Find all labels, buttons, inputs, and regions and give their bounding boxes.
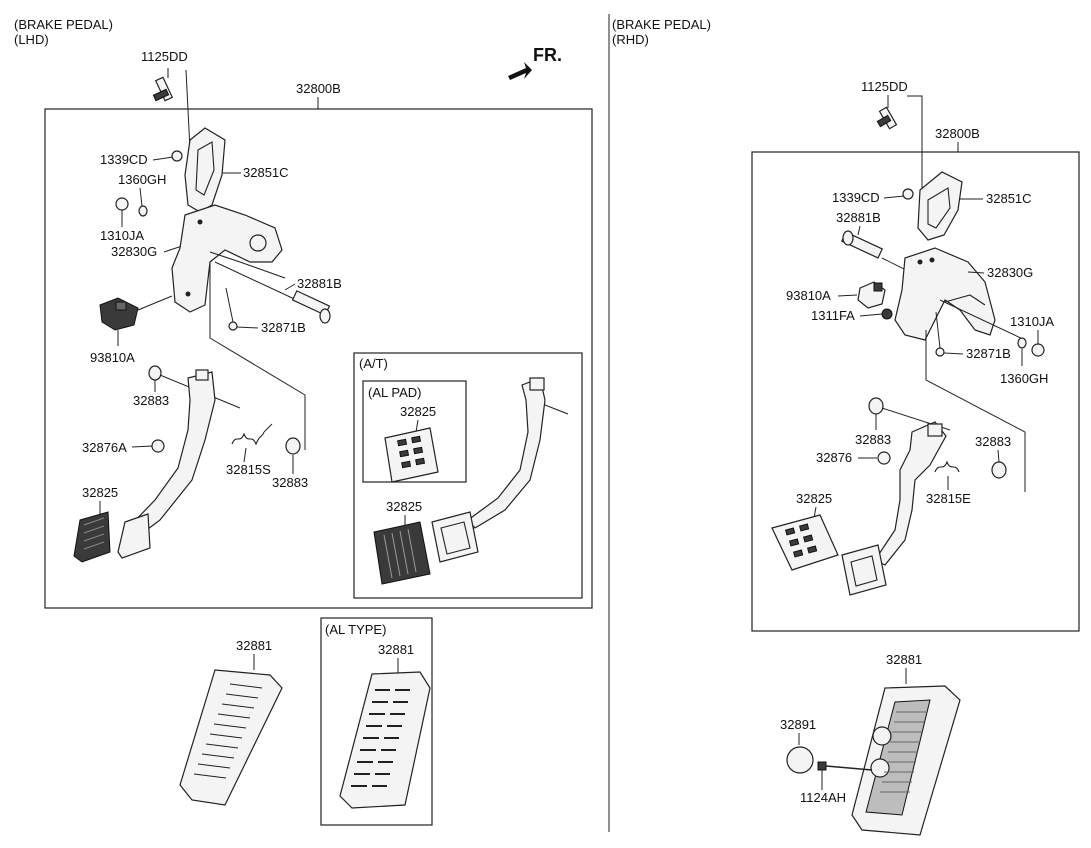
lhd-label-32871B: 32871B <box>261 320 306 335</box>
at-variant-frame <box>353 352 583 599</box>
at-label-32825: 32825 <box>386 499 422 514</box>
lhd-label-1125DD: 1125DD <box>141 49 188 64</box>
rhd-label-1311FA: 1311FA <box>811 308 855 323</box>
pedal-mounting-bracket <box>171 204 286 313</box>
rhd-acc-label-32881: 32881 <box>886 652 922 667</box>
stopper-icon <box>151 439 165 453</box>
lhd-label-32815S: 32815S <box>226 462 271 477</box>
pedal-bracket-upper <box>917 171 963 241</box>
rhd-label-32830G: 32830G <box>987 265 1033 280</box>
al-pad-variant-title: (AL PAD) <box>368 385 421 400</box>
rhd-label-1310JA: 1310JA <box>1010 314 1054 329</box>
bushing-icon <box>148 365 162 381</box>
rhd-label-1125DD: 1125DD <box>861 79 908 94</box>
brake-pedal-foot <box>117 513 151 559</box>
rhd-assembly-frame <box>751 151 1080 632</box>
bushing-icon <box>285 437 301 455</box>
nut-icon <box>115 197 129 211</box>
washer-icon <box>138 205 148 217</box>
accelerator-pedal <box>851 685 961 836</box>
front-direction-label: FR. <box>533 45 562 65</box>
rhd-label-32883-a: 32883 <box>855 432 891 447</box>
rhd-label-1124AH: 1124AH <box>800 790 846 805</box>
bolt-icon <box>228 321 238 331</box>
stopper-icon <box>877 451 891 465</box>
cap-icon <box>786 746 814 774</box>
at-brake-pedal-foot <box>431 511 479 563</box>
rhd-label-32876: 32876 <box>816 450 852 465</box>
rhd-label-32815E: 32815E <box>926 491 971 506</box>
lhd-title-line1: (BRAKE PEDAL) <box>14 17 113 32</box>
rhd-label-1339CD: 1339CD <box>832 190 880 205</box>
brake-pedal-pad <box>73 511 111 563</box>
return-spring-icon <box>934 460 960 473</box>
rhd-title-line2: (RHD) <box>612 32 649 47</box>
rhd-section: (BRAKE PEDAL) (RHD) 1125DD 32800B 1339CD… <box>612 17 1080 836</box>
screw-icon <box>817 761 873 771</box>
lhd-label-32851C: 32851C <box>243 165 289 180</box>
lhd-label-32881B: 32881B <box>297 276 342 291</box>
nut-icon <box>1031 343 1045 357</box>
lhd-label-1310JA: 1310JA <box>100 228 144 243</box>
lhd-label-32830G: 32830G <box>111 244 157 259</box>
rhd-label-1360GH: 1360GH <box>1000 371 1048 386</box>
nut-icon <box>171 150 183 162</box>
al-pad-label-32825: 32825 <box>400 404 436 419</box>
at-variant-title: (A/T) <box>359 356 388 371</box>
at-brake-pedal-pad <box>373 521 431 585</box>
rhd-label-32800B: 32800B <box>935 126 980 141</box>
al-pedal-pad <box>771 514 839 571</box>
rhd-label-32851C: 32851C <box>986 191 1032 206</box>
front-direction-arrow-icon <box>508 62 532 80</box>
rhd-label-93810A: 93810A <box>786 288 831 303</box>
bushing-icon <box>991 461 1007 479</box>
rhd-label-32881B: 32881B <box>836 210 881 225</box>
bushing-icon <box>868 397 884 415</box>
lhd-label-1360GH: 1360GH <box>118 172 166 187</box>
al-type-label-32881: 32881 <box>378 642 414 657</box>
nut-icon <box>881 308 893 320</box>
stop-lamp-switch <box>857 281 886 309</box>
rhd-label-32825: 32825 <box>796 491 832 506</box>
al-accelerator-pedal <box>339 671 431 809</box>
brake-pedal-foot <box>841 544 887 596</box>
rhd-title-line1: (BRAKE PEDAL) <box>612 17 711 32</box>
washer-icon <box>1017 337 1027 349</box>
pedal-pin <box>214 261 331 324</box>
rhd-label-32883-b: 32883 <box>975 434 1011 449</box>
pedal-mounting-bracket <box>894 247 996 341</box>
lhd-label-32883-b: 32883 <box>272 475 308 490</box>
bolt-icon <box>876 106 898 130</box>
brake-pedal-arm <box>874 421 947 566</box>
nut-icon <box>902 188 914 200</box>
rhd-label-32871B: 32871B <box>966 346 1011 361</box>
lhd-label-32876A: 32876A <box>82 440 127 455</box>
lhd-title-line2: (LHD) <box>14 32 49 47</box>
stop-lamp-switch <box>99 297 139 331</box>
rhd-label-32891: 32891 <box>780 717 816 732</box>
at-brake-pedal-arm <box>467 377 569 529</box>
al-type-variant-frame <box>320 617 433 826</box>
lhd-label-1339CD: 1339CD <box>100 152 148 167</box>
al-type-variant-title: (AL TYPE) <box>325 622 386 637</box>
accelerator-pedal <box>179 669 283 806</box>
return-spring-icon <box>231 423 273 446</box>
pedal-bracket-upper <box>184 127 226 213</box>
lhd-label-93810A: 93810A <box>90 350 135 365</box>
lhd-label-32883-a: 32883 <box>133 393 169 408</box>
bolt-icon <box>152 76 174 102</box>
lhd-section: (BRAKE PEDAL) (LHD) FR. 1125DD 32800B 13… <box>14 17 593 826</box>
al-pedal-pad <box>384 427 439 483</box>
lhd-label-32825: 32825 <box>82 485 118 500</box>
lhd-label-32800B: 32800B <box>296 81 341 96</box>
bolt-icon <box>935 347 945 357</box>
acc-label-32881: 32881 <box>236 638 272 653</box>
al-pad-variant-frame <box>362 380 467 483</box>
